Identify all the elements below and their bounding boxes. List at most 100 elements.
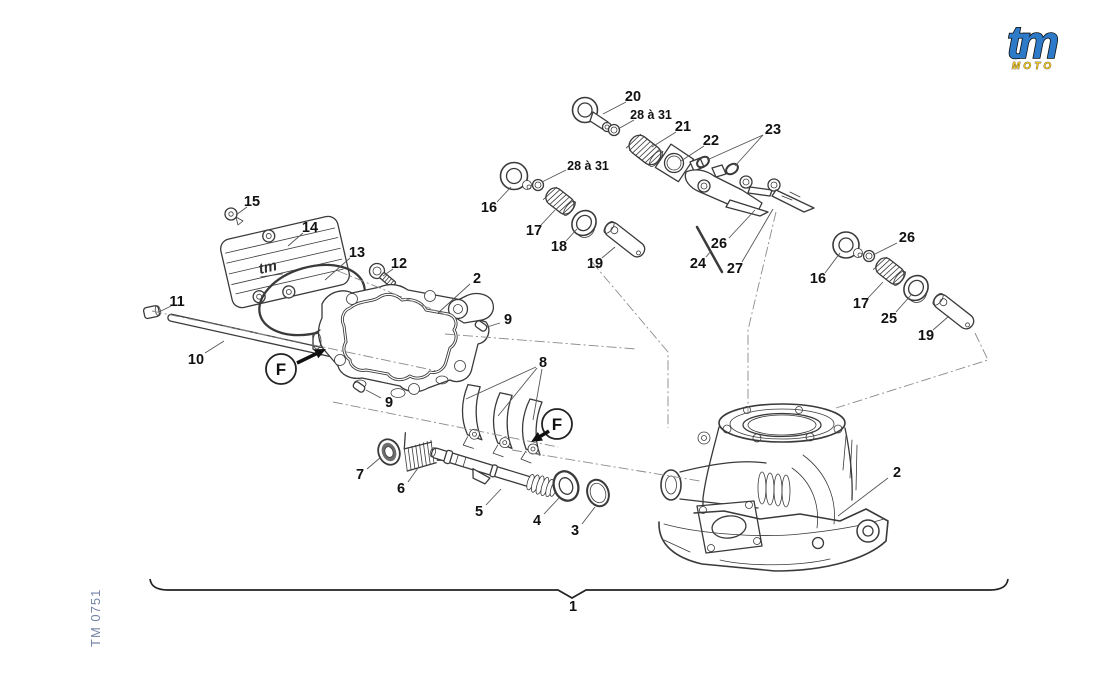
callout-3: 3 [571, 523, 579, 539]
construction-line-6 [835, 332, 989, 409]
callout-22: 22 [703, 133, 719, 149]
leader-line-26 [728, 209, 756, 239]
bearing-part-4 [552, 470, 580, 502]
callout-10: 10 [188, 352, 204, 368]
pin-part-19-right [932, 292, 975, 330]
leader-line-10 [204, 340, 225, 354]
leader-line-28 à 31 [617, 119, 635, 130]
leader-line-17 [540, 209, 556, 226]
collar-part-25 [903, 274, 929, 303]
leader-line-9 [365, 389, 382, 399]
callout-4: 4 [533, 513, 541, 529]
callout-18: 18 [551, 239, 567, 255]
spring-part-17-right [873, 256, 907, 286]
o-rings-part-23 [696, 155, 739, 176]
callout-17: 17 [526, 223, 542, 239]
cylinder-part-2 [658, 403, 889, 572]
cap-part-16-right [832, 231, 863, 259]
leader-line-15 [235, 206, 248, 216]
dowel-pin-part-9-lower [352, 381, 366, 393]
washer-part-28-31-left [531, 178, 545, 192]
head-cover-part-14: tm [220, 215, 350, 309]
callout-6: 6 [397, 481, 405, 497]
ring-part-3 [586, 478, 610, 508]
plate-part-22 [654, 143, 695, 183]
construction-line-4 [591, 261, 669, 428]
construction-line-0 [151, 310, 438, 372]
leader-line-8 [465, 366, 537, 400]
leader-line-3 [581, 506, 596, 525]
callout-13: 13 [349, 245, 365, 261]
leader-line-9 [486, 322, 501, 328]
cylinder-head-part-2 [312, 284, 495, 398]
pin-part-19-left [603, 220, 646, 258]
valve-blades-part-8 [461, 383, 543, 464]
washer-part-28-31-top [607, 123, 621, 137]
leader-line-23 [734, 134, 764, 167]
drawing-code: TM 0751 [88, 589, 103, 647]
brand-logo-text: tm [1007, 16, 1057, 68]
callout-19: 19 [587, 256, 603, 272]
collar-part-18 [571, 209, 597, 238]
valve-linkage-part-27 [739, 175, 815, 213]
callout-24: 24 [690, 256, 706, 272]
construction-line-5 [747, 211, 777, 413]
callout-2: 2 [893, 465, 901, 481]
leader-line-2 [837, 477, 889, 517]
leader-line-14 [287, 232, 304, 247]
leader-line-21 [651, 131, 677, 148]
callout-11: 11 [169, 294, 184, 310]
callout-16: 16 [481, 200, 497, 216]
leader-line-8 [532, 368, 543, 421]
callout-23: 23 [765, 122, 781, 138]
callout-25: 25 [881, 311, 897, 327]
leader-line-2 [437, 283, 471, 314]
leader-line-22 [680, 145, 705, 162]
cap-part-20 [571, 96, 613, 133]
construction-line-3 [332, 401, 559, 448]
callout-8: 8 [539, 355, 547, 371]
leader-line-19 [601, 246, 616, 259]
view-marker-arrowhead-1 [531, 432, 543, 442]
leader-line-5 [485, 488, 502, 506]
leader-line-19 [932, 315, 950, 331]
leader-line-20 [602, 101, 627, 115]
callout-9: 9 [385, 395, 393, 411]
leader-line-26 [872, 242, 898, 256]
view-marker-arrowhead-0 [313, 349, 326, 359]
brand-logo-subtext: MOTO [1012, 61, 1055, 72]
callout-28 à 31: 28 à 31 [567, 159, 609, 173]
construction-line-1 [337, 270, 452, 318]
cap-part-16-left [499, 161, 532, 191]
leader-line-13 [324, 257, 351, 281]
view-marker-circle-0 [265, 353, 297, 385]
construction-line-2 [511, 449, 701, 482]
leader-line-8 [497, 367, 538, 417]
callout-15: 15 [244, 194, 260, 210]
leader-line-25 [895, 294, 912, 313]
callout-20: 20 [625, 89, 641, 105]
seal-part-7 [377, 438, 401, 466]
callout-5: 5 [475, 504, 483, 520]
leader-line-12 [382, 268, 394, 277]
spring-part-6 [403, 432, 455, 472]
needle-part-24 [695, 225, 724, 274]
screw-part-15 [224, 207, 244, 226]
callout-27: 27 [727, 261, 743, 277]
leader-line-6 [407, 467, 419, 483]
callout-2: 2 [473, 271, 481, 287]
valve-shaft-part-5 [429, 447, 558, 498]
callout-7: 7 [356, 467, 364, 483]
callout-12: 12 [391, 256, 407, 272]
view-marker-circle-1 [541, 408, 573, 440]
leader-line-24 [705, 250, 712, 258]
group-label: 1 [569, 599, 577, 615]
view-marker-label-1: F [552, 415, 562, 434]
leader-line-16 [496, 186, 512, 203]
leader-line-23 [706, 134, 764, 161]
callout-26: 26 [711, 236, 727, 252]
callout-19: 19 [918, 328, 934, 344]
brand-logo: tm MOTO [1006, 15, 1062, 72]
view-marker-label-0: F [276, 360, 286, 379]
